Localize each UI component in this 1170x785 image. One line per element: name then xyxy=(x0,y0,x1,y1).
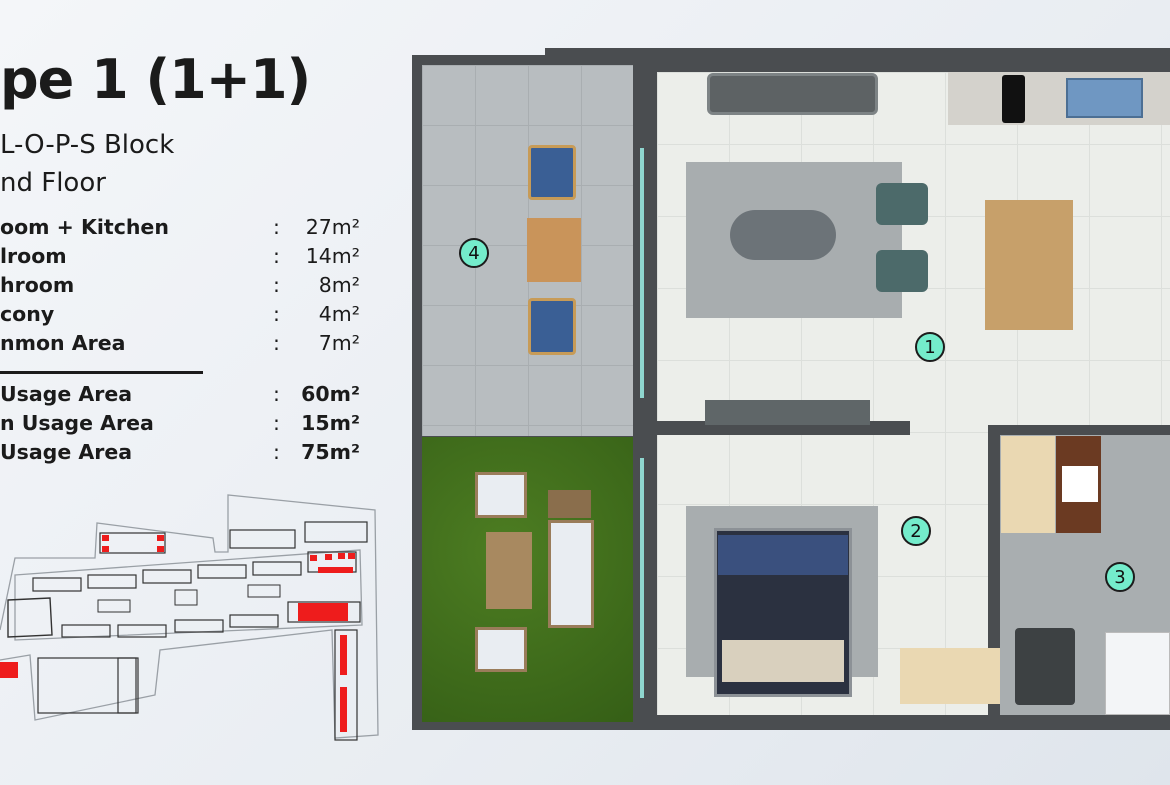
garden-chair xyxy=(475,627,527,672)
room-marker-bathroom: 3 xyxy=(1105,562,1135,592)
balcony-table xyxy=(527,218,581,282)
bathroom-wall xyxy=(988,425,1170,435)
site-building xyxy=(334,629,358,741)
area-label: Usage Area xyxy=(0,440,133,464)
cabinet xyxy=(1001,436,1055,533)
highlighted-unit xyxy=(340,635,347,675)
area-value: 75m² xyxy=(301,440,360,464)
site-building xyxy=(32,577,82,592)
highlighted-unit xyxy=(298,603,348,621)
total-row: Usage Area : 75m² xyxy=(0,440,360,469)
site-building xyxy=(117,624,167,638)
highlighted-unit xyxy=(325,554,332,560)
area-row: hroom : 8m² xyxy=(0,273,360,302)
area-value: 60m² xyxy=(301,382,360,406)
area-value: 7m² xyxy=(318,331,360,355)
separator: : xyxy=(273,215,280,239)
site-building xyxy=(142,569,192,584)
area-label: lroom xyxy=(0,244,67,268)
site-building xyxy=(117,657,137,714)
site-plan xyxy=(0,494,379,741)
highlighted-unit xyxy=(157,546,164,552)
bathroom-wall xyxy=(988,425,1000,715)
site-building xyxy=(37,657,139,714)
separator: : xyxy=(273,273,280,297)
window xyxy=(640,148,644,398)
shower-tray xyxy=(1105,632,1170,715)
basin xyxy=(1062,466,1098,502)
separator: : xyxy=(273,440,280,464)
armchair xyxy=(876,250,928,292)
sofa xyxy=(707,73,878,115)
side-table xyxy=(548,490,591,518)
separator: : xyxy=(273,244,280,268)
separator: : xyxy=(273,331,280,355)
highlighted-unit xyxy=(0,662,18,678)
nightstand xyxy=(900,648,1000,704)
balcony-chair xyxy=(528,298,576,355)
site-building xyxy=(174,619,224,633)
total-row: n Usage Area : 15m² xyxy=(0,411,360,440)
blanket xyxy=(718,535,848,575)
area-label: n Usage Area xyxy=(0,411,154,435)
highlighted-unit xyxy=(310,555,317,561)
window xyxy=(640,458,644,698)
garden-sofa xyxy=(548,520,594,628)
page-title: pe 1 (1+1) xyxy=(0,48,311,111)
block-label: L-O-P-S Block xyxy=(0,130,175,160)
area-row: nmon Area : 7m² xyxy=(0,331,360,360)
site-building xyxy=(99,532,166,554)
area-label: hroom xyxy=(0,273,75,297)
site-building xyxy=(304,521,368,543)
area-row: oom + Kitchen : 27m² xyxy=(0,215,360,244)
area-label: Usage Area xyxy=(0,382,133,406)
highlighted-unit xyxy=(157,535,164,541)
total-row: Usage Area : 60m² xyxy=(0,382,360,411)
coffee-table xyxy=(730,210,836,260)
highlighted-unit xyxy=(348,553,355,559)
room-marker-bedroom: 2 xyxy=(901,516,931,546)
armchair xyxy=(876,183,928,225)
area-value: 8m² xyxy=(318,273,360,297)
balcony-chair xyxy=(528,145,576,200)
highlighted-unit xyxy=(102,546,109,552)
site-building xyxy=(252,561,302,576)
floor-label: nd Floor xyxy=(0,168,106,198)
room-marker-living: 1 xyxy=(915,332,945,362)
dining-table xyxy=(985,200,1073,330)
area-label: nmon Area xyxy=(0,331,126,355)
site-building xyxy=(61,624,111,638)
cooktop xyxy=(1002,75,1025,123)
site-building xyxy=(287,601,361,623)
separator: : xyxy=(273,302,280,326)
area-value: 14m² xyxy=(305,244,360,268)
area-value: 15m² xyxy=(301,411,360,435)
toilet xyxy=(1015,628,1075,705)
area-value: 27m² xyxy=(305,215,360,239)
area-value: 4m² xyxy=(318,302,360,326)
room-marker-balcony: 4 xyxy=(459,238,489,268)
highlighted-unit xyxy=(318,567,353,573)
divider xyxy=(0,371,203,374)
area-row: cony : 4m² xyxy=(0,302,360,331)
separator: : xyxy=(273,411,280,435)
area-label: cony xyxy=(0,302,55,326)
area-row: lroom : 14m² xyxy=(0,244,360,273)
garden-coffee-table xyxy=(486,532,532,609)
highlighted-unit xyxy=(338,553,345,559)
sink xyxy=(1066,78,1143,118)
site-building xyxy=(229,614,279,628)
highlighted-unit xyxy=(340,687,347,732)
site-building xyxy=(197,564,247,579)
area-label: oom + Kitchen xyxy=(0,215,169,239)
site-building xyxy=(229,529,296,549)
separator: : xyxy=(273,382,280,406)
highlighted-unit xyxy=(102,535,109,541)
site-building xyxy=(87,574,137,589)
tv-console xyxy=(705,400,870,425)
garden-chair xyxy=(475,472,527,518)
pillows xyxy=(722,640,844,682)
